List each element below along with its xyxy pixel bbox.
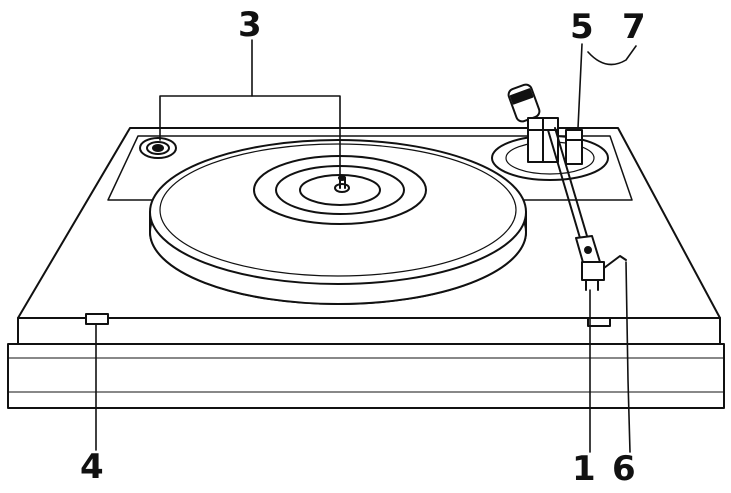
callout-6: 6 [612, 449, 636, 489]
callout-3: 3 [238, 5, 262, 45]
leader-5 [577, 43, 583, 129]
callout-7: 7 [622, 7, 646, 47]
turntable-base [7, 127, 725, 409]
leader-7 [587, 45, 637, 66]
leader-3-bracket [159, 95, 341, 177]
callout-4: 4 [80, 447, 104, 487]
tonearm [491, 83, 627, 291]
front-control-left [85, 313, 109, 325]
adapter-holder [139, 137, 177, 159]
front-control-right [587, 317, 611, 327]
callout-5: 5 [570, 7, 594, 47]
leader-6 [625, 261, 631, 453]
leader-lines [95, 39, 637, 453]
callout-1: 1 [572, 449, 596, 489]
platter [149, 139, 527, 305]
